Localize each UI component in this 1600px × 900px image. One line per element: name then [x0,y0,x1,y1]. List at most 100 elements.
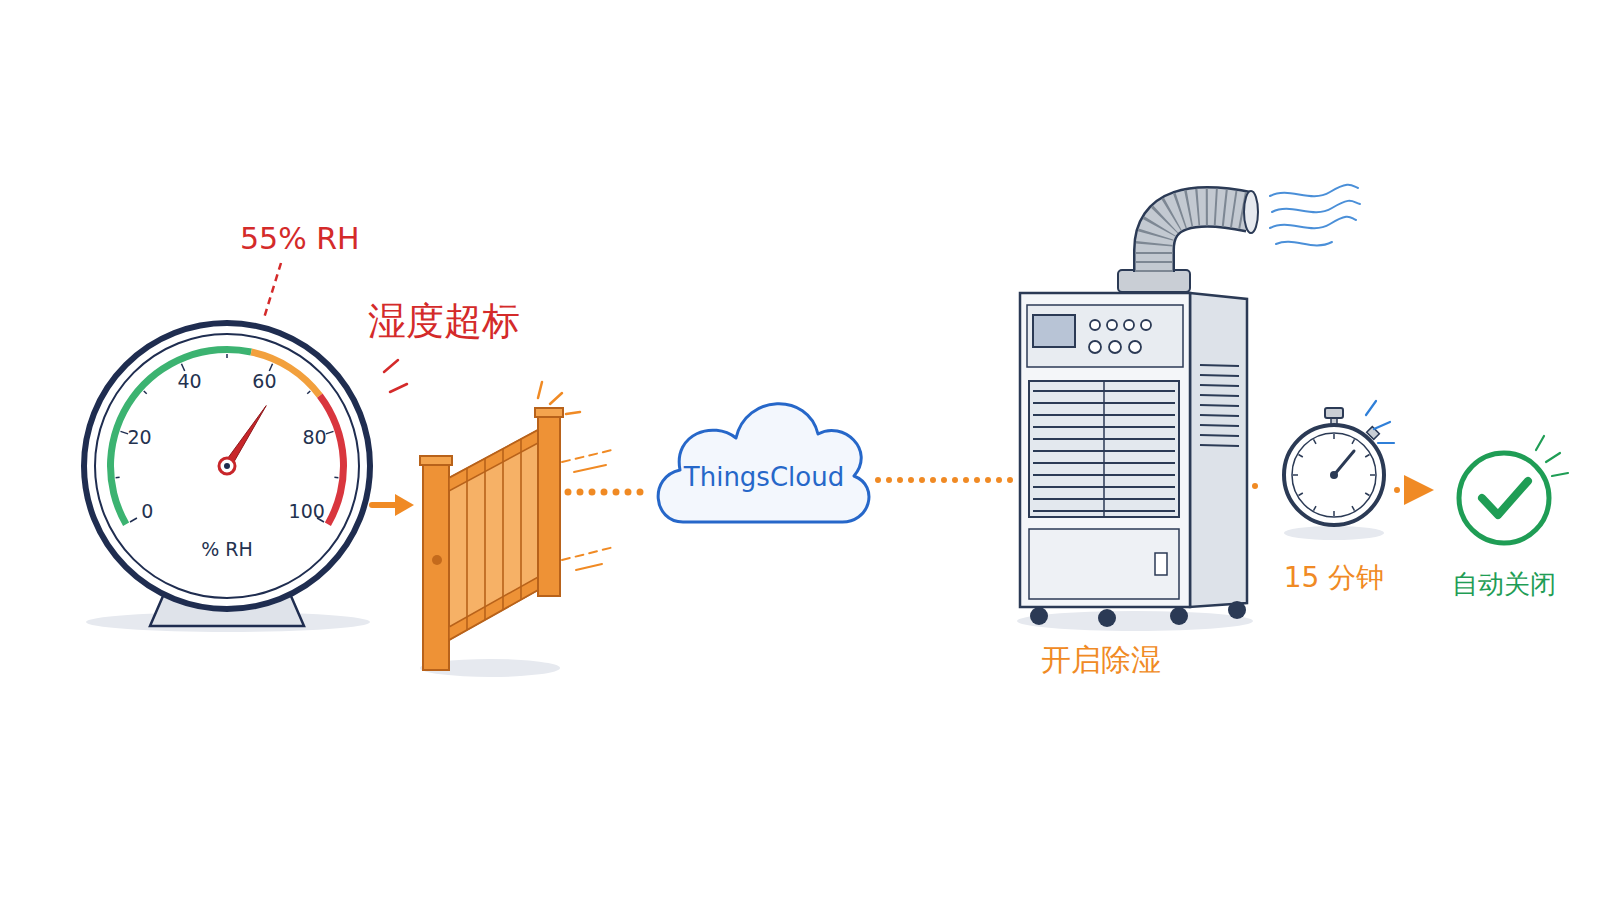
gauge-ring [84,323,370,609]
watch-tick [1314,506,1317,510]
watch-face [1292,433,1376,517]
watch-case [1284,425,1384,525]
scale-tick [130,518,137,522]
wheel [1030,607,1048,625]
post-cap [420,456,452,465]
watch-tick [1298,493,1302,496]
button [1089,341,1101,353]
hygrometer-gauge-shape [78,318,378,633]
gate-post [538,414,560,596]
watch-tick [1333,511,1335,516]
side-vent [1200,395,1239,396]
gate-knob [432,555,442,565]
signal-connector [1255,483,1264,489]
scale-tick [120,431,128,433]
needle-pin [224,463,230,469]
gate-rail [449,430,538,491]
node-label: ThingsCloud [684,463,844,493]
button [1090,320,1100,330]
side-vent [1200,425,1239,426]
air-flow [1270,185,1360,246]
speed-line [574,465,606,472]
side-vent [1200,365,1239,366]
wheel [1170,607,1188,625]
scale-tick [226,354,228,358]
scale-number: 60 [252,371,276,393]
speed-line [562,450,612,462]
speed-line [562,547,614,560]
alert-label: 湿度超标 [368,300,520,344]
spark-line [550,393,562,404]
spark-line [1552,473,1568,476]
side-vent [1200,375,1239,376]
side-vent [1200,445,1239,446]
wind-line [1270,217,1356,229]
control-panel [1027,305,1183,367]
scale-tick [334,477,338,479]
button [1129,341,1141,353]
side-vent [1200,415,1239,416]
gate [420,408,563,670]
dehumidifier: 开启除湿 [1015,285,1251,680]
arrow-shaft [372,502,398,508]
scale-number: 0 [141,501,153,523]
dehumidifier-shape [1015,285,1251,680]
grille [1029,381,1179,517]
unit-side [1190,293,1247,607]
scale-tick [326,431,334,433]
display [1033,315,1075,347]
check-circle [1459,453,1549,543]
gauge-scale [107,346,347,526]
watch-pin [1330,471,1338,479]
drain-cap [1155,553,1167,575]
wind-line [1276,242,1332,246]
side-vent [1200,435,1239,436]
leader-line [264,263,281,318]
scale-number: 80 [302,427,326,449]
check-mark [1482,481,1528,515]
scale-band [250,349,322,398]
gate-panel [449,430,538,640]
watch-tick [1293,474,1298,476]
spark-line [1374,422,1390,429]
post-cap [535,408,563,417]
signal-dots [568,489,642,496]
node-label: 自动关闭 [1452,570,1556,600]
duct-outline [1154,207,1250,272]
duct [1118,191,1258,292]
watch-tick [1333,434,1335,439]
side-vent [1200,405,1239,406]
duct-hose [1154,207,1250,272]
lower-panel [1029,529,1179,599]
watch-tick [1370,474,1375,476]
arrow-head [395,494,414,516]
side-vent [1200,385,1239,386]
grille-divider [1103,381,1105,517]
cloud-shape [658,404,869,522]
spark-line [1536,436,1544,450]
reading-label: 55% RH [240,222,360,257]
duct-base [1118,270,1190,292]
wheel [1228,601,1246,619]
gate-slat [520,439,522,600]
watch-tick [1352,506,1355,510]
node-label: 15 分钟 [1284,562,1385,594]
watch-crown [1325,408,1343,418]
scale-number: 40 [177,371,201,393]
needle-hub [219,458,235,474]
watch-tick [1365,455,1369,458]
stopwatch: 15 分钟 [1268,395,1393,600]
scale-tick [144,391,147,394]
check-icon: 自动关闭 [1432,440,1582,610]
signal-connector [878,477,1011,483]
spark-line [1378,442,1394,444]
shadow [1284,526,1384,540]
button [1141,320,1151,330]
wind-line [1270,185,1358,197]
wind-line [1272,201,1360,213]
watch-hand [1334,451,1354,475]
shadow [1017,611,1253,631]
button [1109,341,1121,353]
